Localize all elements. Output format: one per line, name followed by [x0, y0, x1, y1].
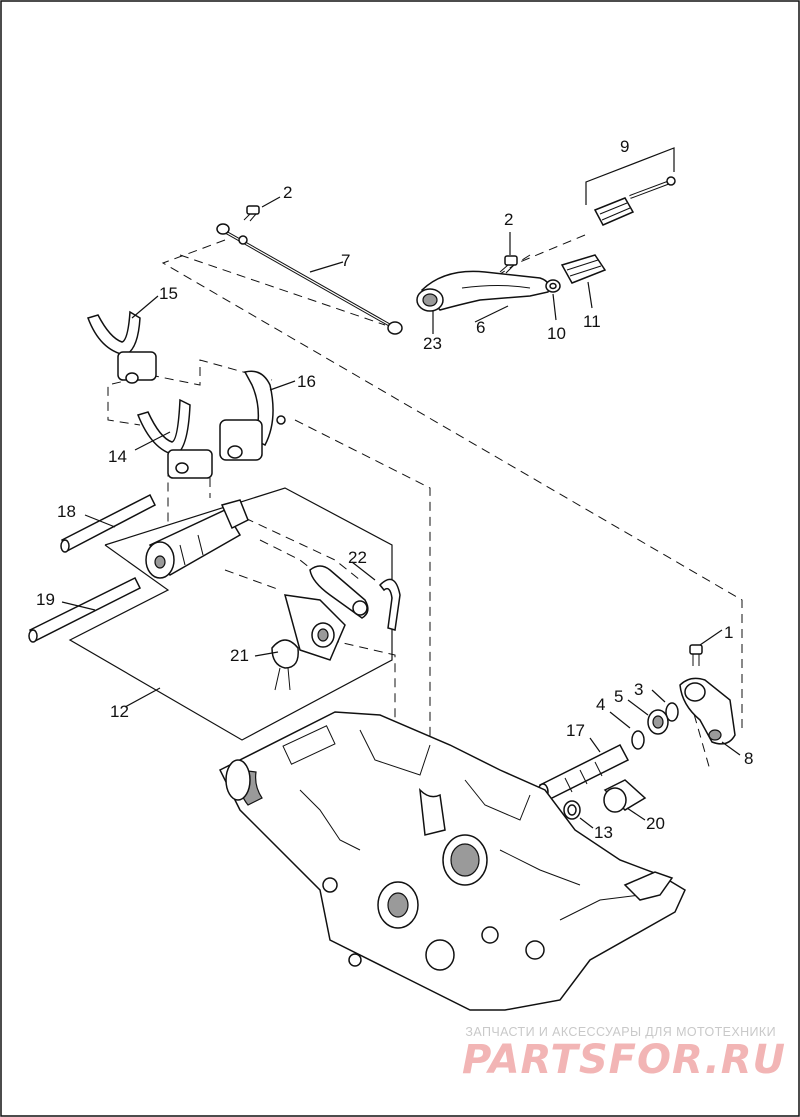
bolt-part-2-lower [499, 255, 518, 274]
callout-10: 10 [547, 324, 566, 343]
group-bracket-9 [585, 147, 675, 205]
callout-13: 13 [594, 823, 613, 842]
callout-5: 5 [614, 687, 623, 706]
callout-17: 17 [566, 721, 585, 740]
group-bracket-12 [68, 487, 393, 741]
callout-18: 18 [57, 502, 76, 521]
bolt-part-1 [689, 644, 703, 666]
dashed-alignment-lines [107, 234, 743, 820]
bushing-part-20 [603, 779, 647, 813]
callout-15: 15 [159, 284, 178, 303]
shift-rod-part-7 [216, 223, 403, 335]
callout-9: 9 [620, 137, 629, 156]
callout-16: 16 [297, 372, 316, 391]
callout-leaders [61, 196, 741, 829]
watermark-logo: PARTSFOR.RU [462, 1037, 786, 1083]
shift-rail-part-18 [60, 493, 157, 553]
callout-7: 7 [341, 251, 350, 270]
bearing-part-5 [647, 709, 669, 735]
crankcase-half [218, 711, 686, 1011]
shift-lever-part-6 [416, 270, 550, 312]
retaining-ring-part-4 [631, 730, 645, 750]
bolt-part-2-upper [243, 205, 260, 222]
callout-12: 12 [110, 702, 129, 721]
callout-8: 8 [744, 749, 753, 768]
callout-23: 23 [423, 334, 442, 353]
callout-11: 11 [583, 312, 601, 331]
callout-21: 21 [230, 646, 249, 665]
detent-arm-part-22 [309, 565, 401, 631]
shift-lever-part-8 [679, 677, 736, 745]
washer-part-10 [545, 279, 561, 293]
callout-4: 4 [596, 695, 605, 714]
bushing-part-13 [563, 800, 581, 820]
shift-rail-part-19 [28, 576, 142, 643]
callout-2-upper: 2 [283, 183, 292, 202]
callout-3: 3 [634, 680, 643, 699]
watermark-tagline: ЗАПЧАСТИ И АКСЕССУАРЫ ДЛЯ МОТОТЕХНИКИ [465, 1025, 776, 1039]
callout-2-lower: 2 [504, 210, 513, 229]
shift-drum-part-12 [145, 499, 249, 579]
peg-part-9 [593, 176, 676, 226]
shift-fork-part-16 [219, 370, 286, 461]
callout-19: 19 [36, 590, 55, 609]
callout-20: 20 [646, 814, 665, 833]
callout-6: 6 [476, 318, 485, 337]
shift-pawl-part-21 [271, 594, 346, 691]
callout-14: 14 [108, 447, 127, 466]
callout-22: 22 [348, 548, 367, 567]
shift-fork-part-15 [87, 310, 157, 384]
callout-labels: 1 2 2 3 4 5 6 7 8 9 10 11 12 13 14 15 16… [36, 137, 753, 842]
watermark: ЗАПЧАСТИ И АКСЕССУАРЫ ДЛЯ МОТОТЕХНИКИ PA… [462, 1025, 786, 1083]
shift-fork-part-14 [136, 398, 213, 479]
rubber-part-11 [560, 254, 607, 284]
callout-1: 1 [724, 623, 733, 642]
retaining-ring-part-3 [665, 702, 679, 722]
